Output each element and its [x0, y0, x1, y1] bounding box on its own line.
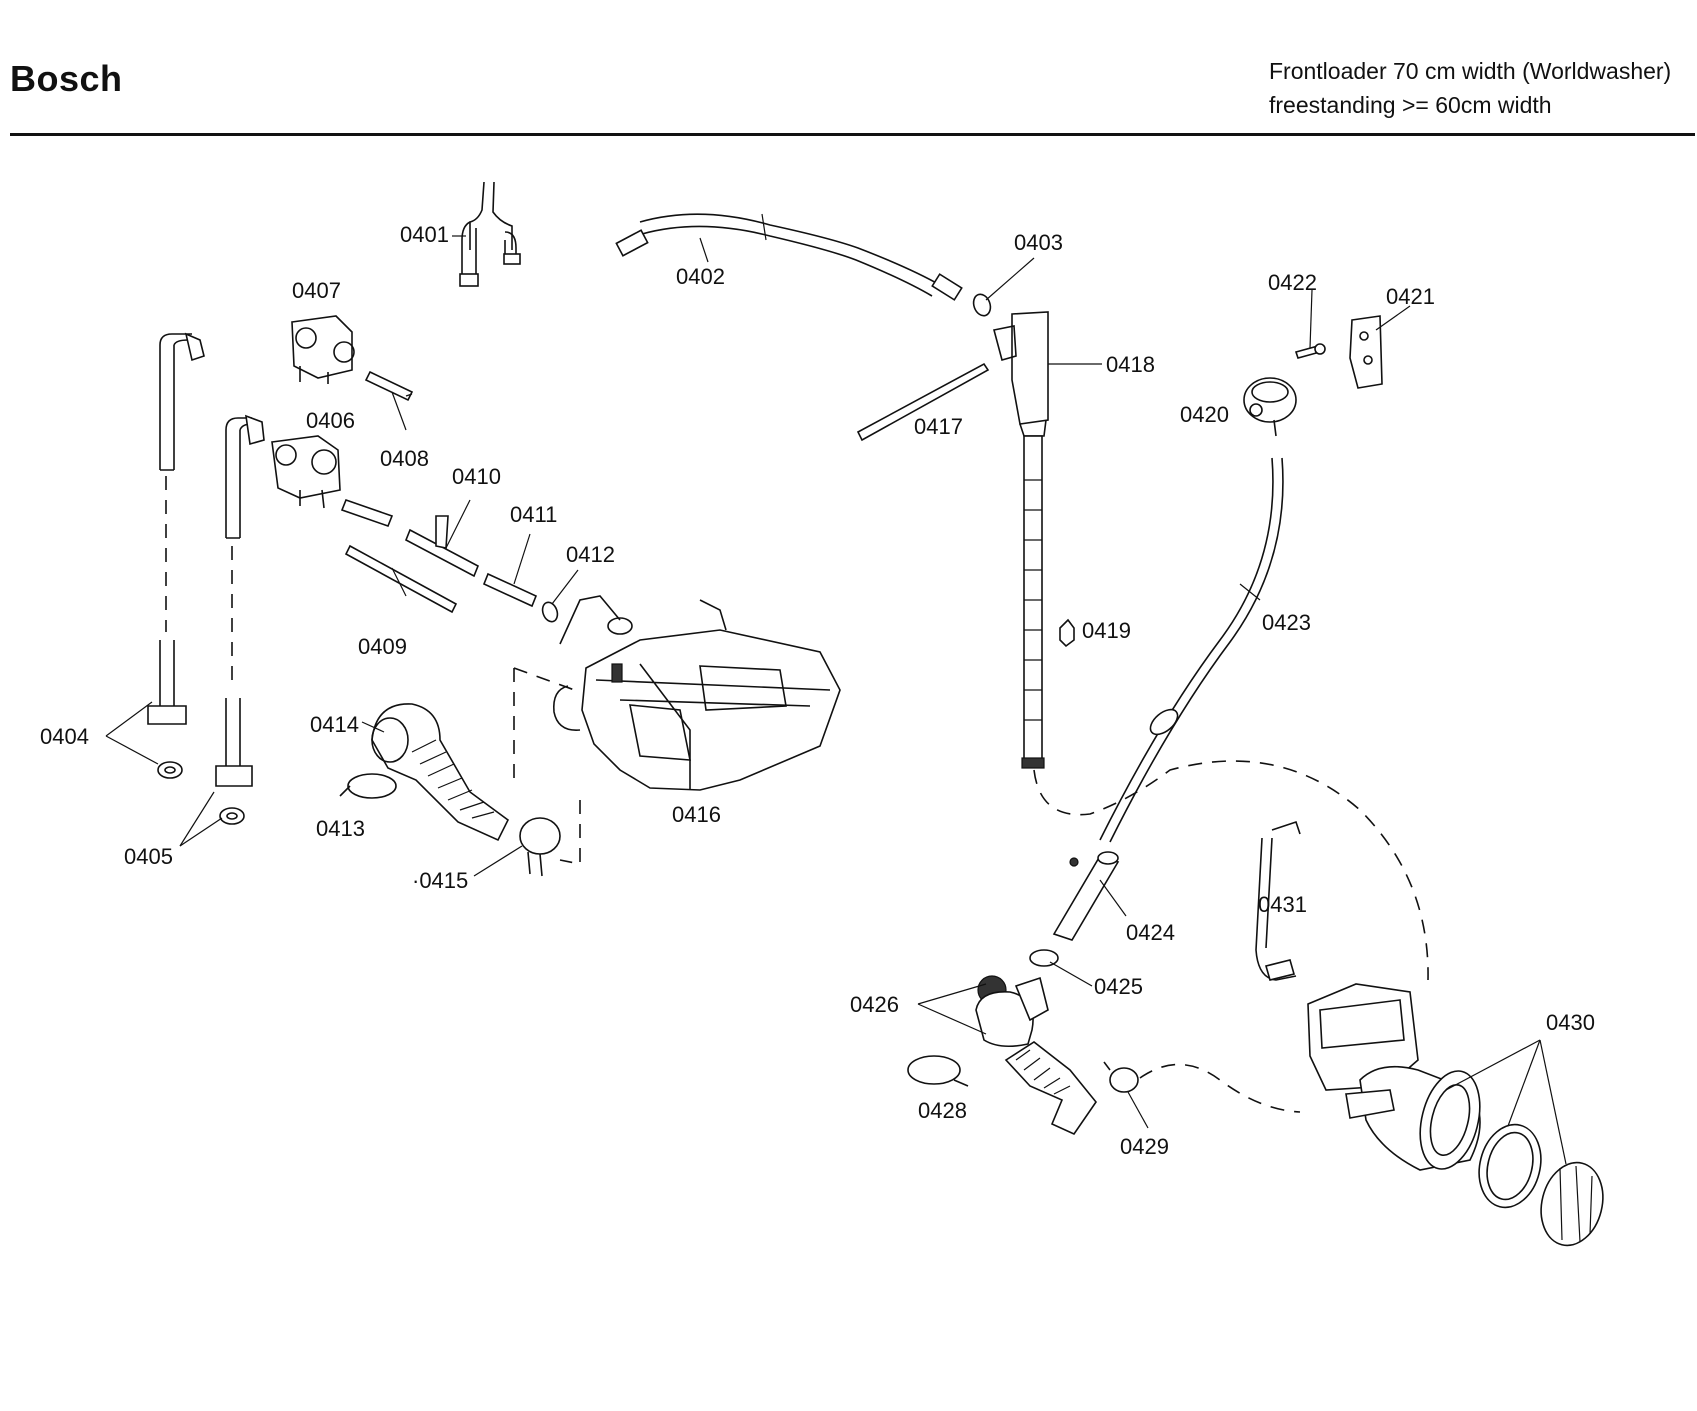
part-0406-valve: [271, 435, 341, 509]
part-0407-valve: [291, 315, 355, 384]
label-0422: 0422: [1268, 270, 1317, 295]
label-0430: 0430: [1546, 1010, 1595, 1035]
part-0405-inlet-pipe: [215, 414, 265, 825]
label-0419: 0419: [1082, 618, 1131, 643]
label-0429: 0429: [1120, 1134, 1169, 1159]
part-0410-tee-hose: [404, 515, 480, 578]
part-0428-clamp: [907, 1055, 969, 1087]
label-0410: 0410: [452, 464, 501, 489]
part-0424-pipe-section: [1052, 851, 1120, 941]
part-0423-hose: [1099, 457, 1284, 843]
part-0419-clip: [1059, 618, 1075, 648]
part-0402-hose: [615, 213, 963, 301]
part-0414-bellows-hose: [371, 703, 510, 842]
part-0416-dispenser-housing: [513, 595, 841, 865]
label-0407: 0407: [292, 278, 341, 303]
label-0408: 0408: [380, 446, 429, 471]
label-0431: 0431: [1258, 892, 1307, 917]
part-0401-y-connector: [459, 181, 521, 287]
model-description-line1: Frontloader 70 cm width (Worldwasher): [1269, 58, 1672, 84]
label-0416: 0416: [672, 802, 721, 827]
label-0418: 0418: [1106, 352, 1155, 377]
part-0430-drain-pump: [1307, 983, 1604, 1247]
label-0401: 0401: [400, 222, 449, 247]
part-0425-clamp: [1029, 949, 1059, 967]
connection-line-trap-to-pump: [1033, 760, 1429, 981]
label-0424: 0424: [1126, 920, 1175, 945]
label-0406: 0406: [306, 408, 355, 433]
label-0415: ·0415: [412, 868, 468, 893]
label-0409: 0409: [358, 634, 407, 659]
connection-line-clamp-to-pump: [1139, 1063, 1301, 1113]
label-0413: 0413: [316, 816, 365, 841]
part-0417-rod: [856, 362, 990, 442]
part-0404-inlet-pipe: [147, 332, 205, 779]
label-0403: 0403: [1014, 230, 1063, 255]
part-0413-clamp: [339, 773, 397, 799]
part-labels: 0401 0402 0403 0404 0405 0406 0407 0408 …: [40, 222, 1595, 1159]
part-0420-pressure-switch: [1243, 377, 1297, 437]
part-0431-bracket: [1255, 820, 1301, 981]
label-0405: 0405: [124, 844, 173, 869]
label-0423: 0423: [1262, 610, 1311, 635]
part-0429-clamp: [1103, 1061, 1139, 1093]
part-0426-sump-hose: [975, 975, 1097, 1136]
label-0428: 0428: [918, 1098, 967, 1123]
part-0408-hose: [340, 370, 414, 528]
part-0411-hose: [482, 572, 538, 608]
part-0421-bracket: [1349, 315, 1383, 389]
part-0403-clamp: [972, 293, 992, 317]
label-0425: 0425: [1094, 974, 1143, 999]
part-0418-air-trap: [993, 311, 1049, 769]
part-0412-clamp: [541, 601, 559, 623]
label-0426: 0426: [850, 992, 899, 1017]
label-0402: 0402: [676, 264, 725, 289]
label-0411: 0411: [510, 502, 557, 527]
leader-lines: [105, 235, 1567, 1165]
part-0409-hose: [344, 544, 458, 614]
label-0420: 0420: [1180, 402, 1229, 427]
page-header: Bosch Frontloader 70 cm width (Worldwash…: [0, 0, 1697, 140]
brand-title: Bosch: [10, 58, 123, 99]
label-0417: 0417: [914, 414, 963, 439]
label-0421: 0421: [1386, 284, 1435, 309]
label-0412: 0412: [566, 542, 615, 567]
model-description-line2: freestanding >= 60cm width: [1269, 92, 1552, 118]
part-0415-clamp: [519, 817, 561, 877]
header-divider: [10, 133, 1695, 136]
label-0404: 0404: [40, 724, 89, 749]
part-0422-screw: [1294, 343, 1326, 359]
label-0414: 0414: [310, 712, 359, 737]
